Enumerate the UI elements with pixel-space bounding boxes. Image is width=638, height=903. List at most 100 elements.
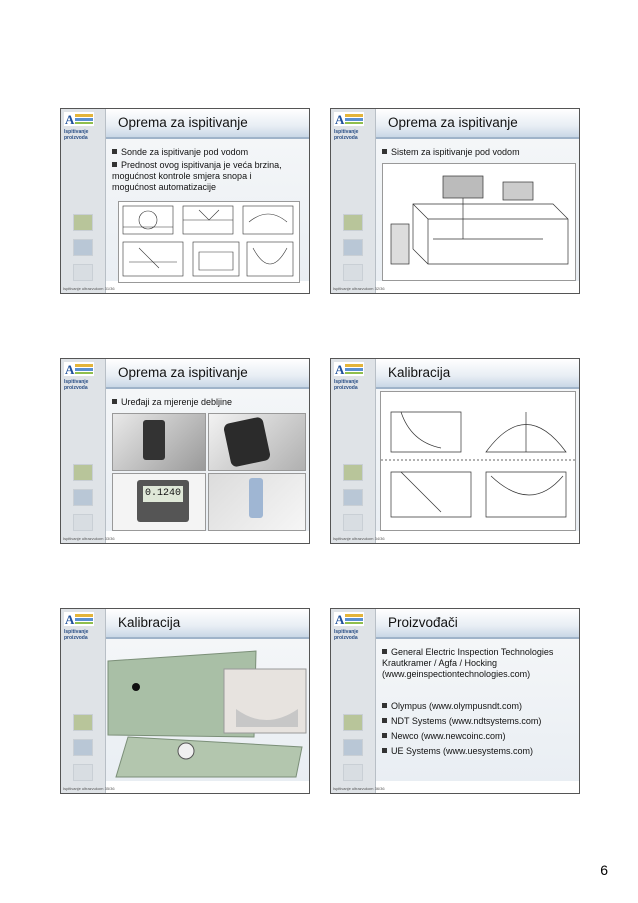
sidebar-square bbox=[343, 739, 363, 756]
divider bbox=[106, 387, 309, 389]
gauge-device: 0.1240 bbox=[137, 480, 189, 522]
logo-icon: A bbox=[334, 612, 364, 626]
sidebar-square bbox=[343, 464, 363, 481]
slide-2: A Ispitivanje proizvoda Oprema za ispiti… bbox=[330, 108, 580, 294]
slide-content bbox=[376, 389, 579, 531]
bullet-icon bbox=[382, 703, 387, 708]
calibration-diagram-image bbox=[380, 391, 576, 531]
divider bbox=[376, 637, 579, 639]
sidebar-text: Ispitivanje proizvoda bbox=[334, 629, 359, 641]
slide-3: A Ispitivanje proizvoda Oprema za ispiti… bbox=[60, 358, 310, 544]
sidebar-text: Ispitivanje proizvoda bbox=[64, 129, 89, 141]
slide-footer: Ispitivanje ultrazvukom 35/36 bbox=[63, 786, 115, 791]
slide-title: Kalibracija bbox=[388, 365, 451, 380]
diagram-image bbox=[118, 201, 300, 283]
bullet-icon bbox=[382, 733, 387, 738]
sidebar-square bbox=[343, 489, 363, 506]
sidebar-text: Ispitivanje proizvoda bbox=[334, 379, 359, 391]
slide-content: Uređaji za mjerenje debljine 0.1240 bbox=[106, 389, 309, 531]
sidebar-square bbox=[343, 714, 363, 731]
divider bbox=[106, 637, 309, 639]
title-bar: Proizvođači bbox=[376, 609, 579, 637]
sidebar-square bbox=[73, 464, 93, 481]
slide-title: Oprema za ispitivanje bbox=[388, 115, 518, 130]
slide-footer: Ispitivanje ultrazvukom 36/36 bbox=[333, 786, 385, 791]
calibration-block-photo bbox=[107, 650, 307, 778]
title-bar: Oprema za ispitivanje bbox=[106, 359, 309, 387]
title-bar: Oprema za ispitivanje bbox=[376, 109, 579, 137]
slide-title: Kalibracija bbox=[118, 615, 181, 630]
slide-1: A Ispitivanje proizvoda Oprema za ispiti… bbox=[60, 108, 310, 294]
svg-text:A: A bbox=[65, 112, 75, 126]
logo-icon: A bbox=[64, 362, 94, 376]
gauge-display: 0.1240 bbox=[143, 486, 183, 502]
bullet-icon bbox=[112, 149, 117, 154]
sidebar-text: Ispitivanje proizvoda bbox=[64, 629, 89, 641]
bullet-icon bbox=[112, 162, 117, 167]
bullet-item: General Electric Inspection Technologies… bbox=[382, 647, 554, 679]
thickness-gauge-photo: 0.1240 bbox=[112, 473, 206, 531]
slide-4: A Ispitivanje proizvoda Kalibracija Ispi… bbox=[330, 358, 580, 544]
slide-title: Proizvođači bbox=[388, 615, 458, 630]
sidebar-square bbox=[73, 489, 93, 506]
bullet-item: NDT Systems (www.ndtsystems.com) bbox=[382, 716, 570, 727]
bullet-item: Olympus (www.olympusndt.com) bbox=[382, 701, 570, 712]
logo-icon: A bbox=[334, 112, 364, 126]
sidebar-square bbox=[73, 239, 93, 256]
bullet-item: Sistem za ispitivanje pod vodom bbox=[382, 147, 572, 158]
svg-text:A: A bbox=[335, 612, 345, 626]
sidebar-square bbox=[73, 514, 93, 531]
title-bar: Kalibracija bbox=[106, 609, 309, 637]
slide-5: A Ispitivanje proizvoda Kalibracija Ispi… bbox=[60, 608, 310, 794]
sidebar-square bbox=[343, 514, 363, 531]
bullet-item: Prednost ovog ispitivanja je veća brzina… bbox=[112, 160, 282, 192]
bullet-icon bbox=[382, 649, 387, 654]
bullet-icon bbox=[382, 748, 387, 753]
svg-text:A: A bbox=[335, 362, 345, 376]
slide-title: Oprema za ispitivanje bbox=[118, 115, 248, 130]
bullet-icon bbox=[382, 718, 387, 723]
thickness-gauge-photo bbox=[208, 473, 306, 531]
slide-footer: Ispitivanje ultrazvukom 31/36 bbox=[63, 286, 115, 291]
slide-sidebar: A Ispitivanje proizvoda bbox=[331, 109, 376, 293]
slide-content: General Electric Inspection Technologies… bbox=[376, 639, 579, 781]
title-bar: Kalibracija bbox=[376, 359, 579, 387]
slide-footer: Ispitivanje ultrazvukom 34/36 bbox=[333, 536, 385, 541]
bullet-icon bbox=[382, 149, 387, 154]
divider bbox=[376, 137, 579, 139]
slide-footer: Ispitivanje ultrazvukom 32/36 bbox=[333, 286, 385, 291]
gauge-device bbox=[249, 478, 263, 518]
slide-sidebar: A Ispitivanje proizvoda bbox=[331, 609, 376, 793]
sidebar-square bbox=[73, 264, 93, 281]
slide-content: Sonde za ispitivanje pod vodom Prednost … bbox=[106, 139, 309, 283]
slide-6: A Ispitivanje proizvoda Proizvođači Gene… bbox=[330, 608, 580, 794]
slide-sidebar: A Ispitivanje proizvoda bbox=[61, 109, 106, 293]
slide-sidebar: A Ispitivanje proizvoda bbox=[61, 609, 106, 793]
slide-sidebar: A Ispitivanje proizvoda bbox=[61, 359, 106, 543]
slide-sidebar: A Ispitivanje proizvoda bbox=[331, 359, 376, 543]
bullet-icon bbox=[112, 399, 117, 404]
sidebar-square bbox=[73, 764, 93, 781]
sidebar-square bbox=[73, 714, 93, 731]
bullet-item: Uređaji za mjerenje debljine bbox=[112, 397, 302, 408]
divider bbox=[376, 387, 579, 389]
title-bar: Oprema za ispitivanje bbox=[106, 109, 309, 137]
sidebar-square bbox=[73, 739, 93, 756]
bullet-item: UE Systems (www.uesystems.com) bbox=[382, 746, 570, 757]
slide-content bbox=[106, 639, 309, 781]
sidebar-square bbox=[343, 239, 363, 256]
gauge-device bbox=[222, 416, 272, 468]
slide-footer: Ispitivanje ultrazvukom 33/36 bbox=[63, 536, 115, 541]
sidebar-square bbox=[343, 214, 363, 231]
thickness-gauge-photo bbox=[112, 413, 206, 471]
sidebar-text: Ispitivanje proizvoda bbox=[334, 129, 359, 141]
logo-icon: A bbox=[334, 362, 364, 376]
thickness-gauge-photo bbox=[208, 413, 306, 471]
sidebar-square bbox=[343, 264, 363, 281]
slide-title: Oprema za ispitivanje bbox=[118, 365, 248, 380]
sidebar-square bbox=[343, 764, 363, 781]
page-number: 6 bbox=[600, 862, 608, 878]
bullet-item: Newco (www.newcoinc.com) bbox=[382, 731, 570, 742]
slide-content: Sistem za ispitivanje pod vodom bbox=[376, 139, 579, 281]
svg-text:A: A bbox=[335, 112, 345, 126]
